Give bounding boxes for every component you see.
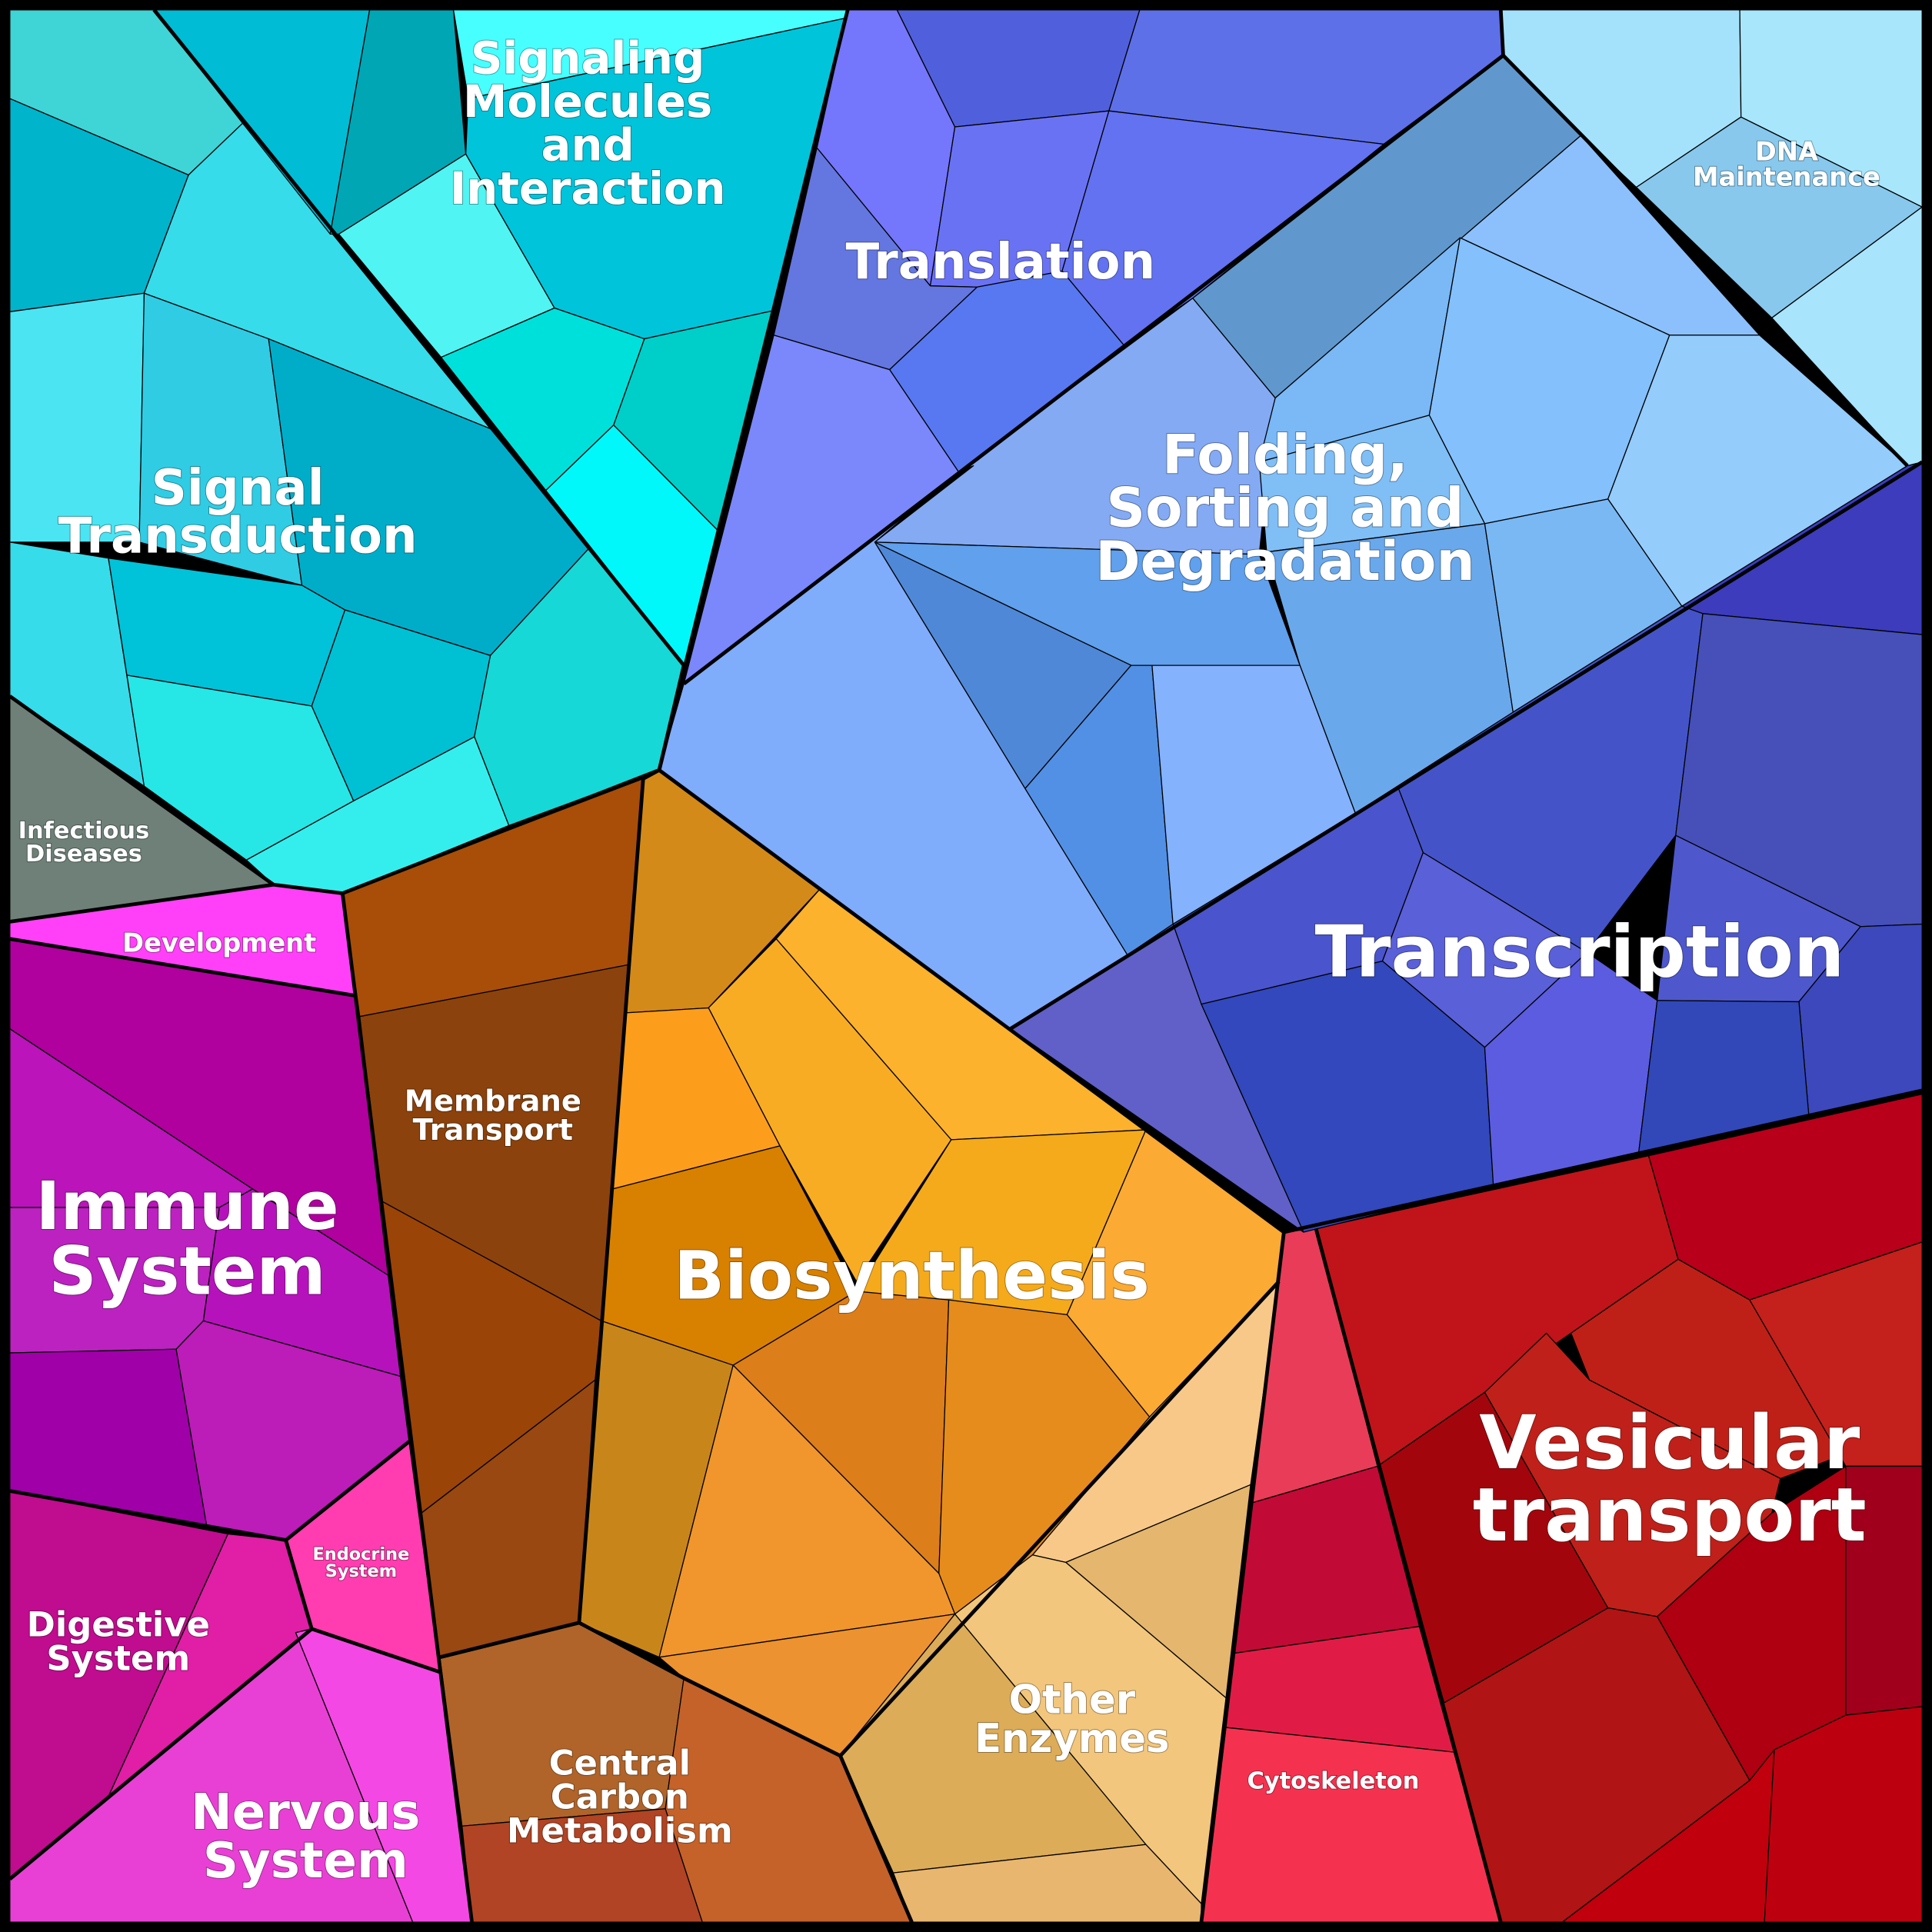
group-border xyxy=(152,8,686,667)
cell-signal-transduction-3 xyxy=(9,292,145,543)
label-cytoskeleton: Cytoskeleton xyxy=(1247,1768,1419,1795)
group-border xyxy=(8,1627,313,1880)
group-border xyxy=(9,937,355,998)
group-border xyxy=(838,1280,1281,1757)
group-border xyxy=(1314,1227,1503,1923)
region-immune-system xyxy=(9,938,410,1541)
label-translation: Translation xyxy=(845,234,1155,291)
group-border xyxy=(1283,1088,1923,1234)
group-border xyxy=(9,882,274,924)
region-central-carbon-metabolism xyxy=(439,1622,913,1923)
region-membrane-transport xyxy=(341,778,644,1658)
label-transcription: Transcription xyxy=(1315,910,1845,993)
group-border xyxy=(340,893,474,1923)
cells-layer xyxy=(9,9,1923,1923)
group-border xyxy=(658,768,1285,1234)
region-nervous-system xyxy=(9,1628,473,1923)
region-vesicular-transport xyxy=(1315,1093,1923,1923)
group-border xyxy=(1009,460,1924,1031)
region-folding-sorting-degradation xyxy=(658,55,1908,1030)
group-border xyxy=(1199,1231,1286,1923)
group-border xyxy=(8,695,660,895)
group-border xyxy=(657,9,850,771)
region-dna-maintenance xyxy=(1500,9,1923,467)
group-border xyxy=(1501,54,1909,468)
label-biosynthesis: Biosynthesis xyxy=(674,1237,1150,1314)
region-transcription xyxy=(1010,461,1923,1233)
region-signal-transduction xyxy=(9,9,685,894)
region-other-enzymes xyxy=(839,1281,1280,1923)
region-biosynthesis xyxy=(578,769,1284,1757)
group-border xyxy=(439,768,661,1660)
group-border xyxy=(578,1621,914,1924)
group-borders xyxy=(8,8,1924,1924)
group-border xyxy=(657,665,686,771)
region-signaling-molecules xyxy=(153,9,848,666)
label-development: Development xyxy=(122,928,316,958)
